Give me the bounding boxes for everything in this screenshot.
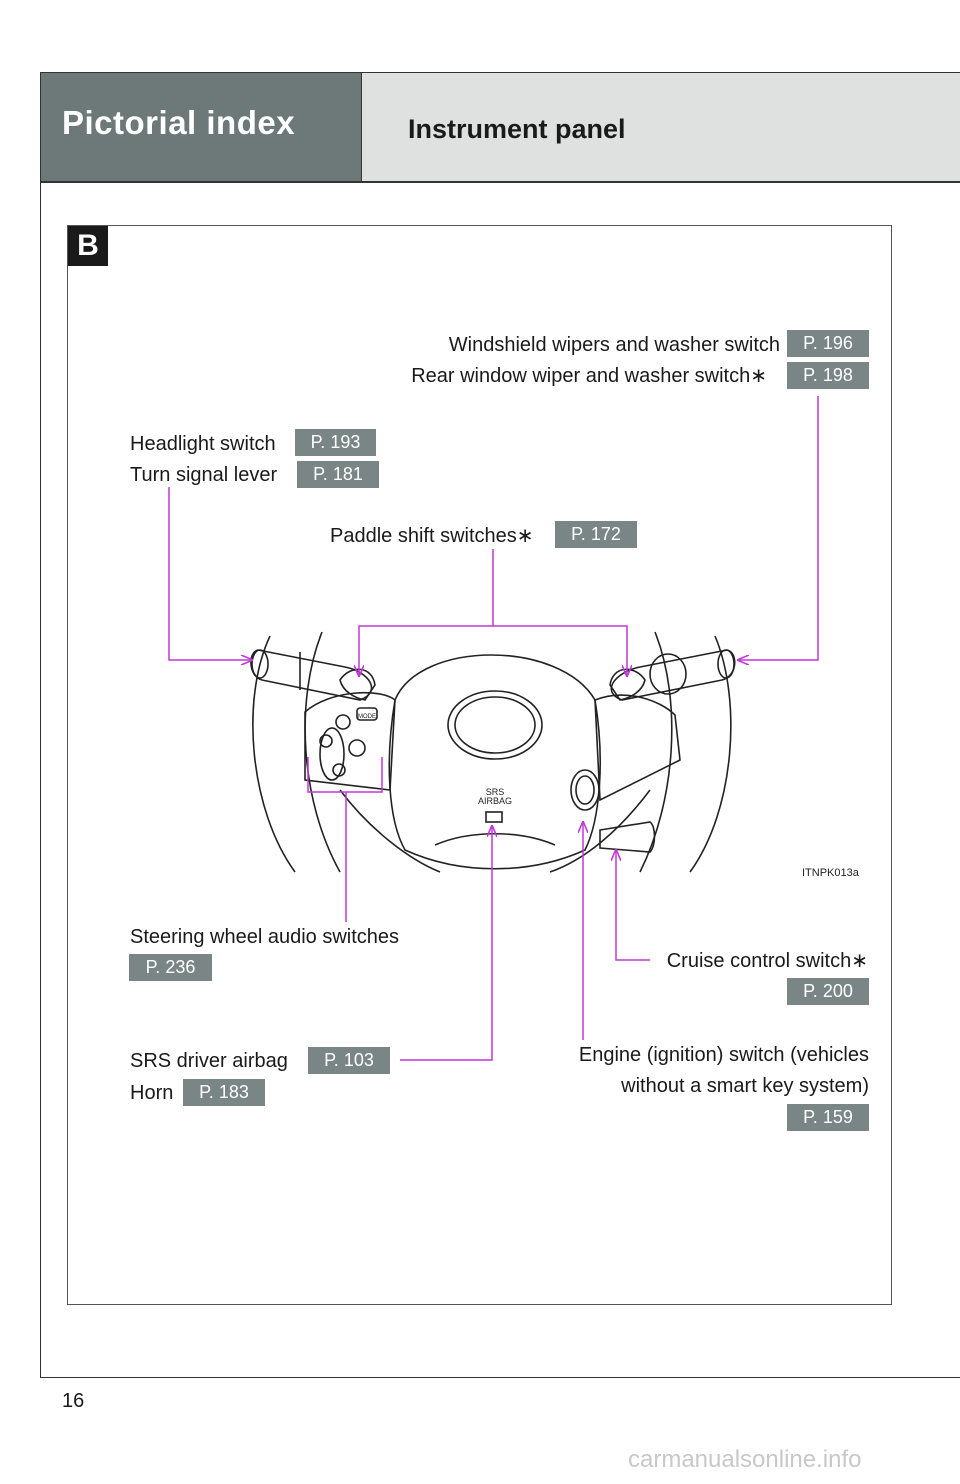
page-badge-horn[interactable]: P. 183 — [183, 1079, 265, 1106]
subsection-title: Instrument panel — [408, 114, 626, 144]
label-engine-switch-line1: Engine (ignition) switch (vehicles — [578, 1044, 869, 1066]
leader-headlight — [168, 487, 252, 660]
label-windshield-wiper: Windshield wipers and washer switch — [448, 334, 780, 356]
label-engine-switch-line2: without a smart key system) — [621, 1075, 869, 1097]
page-badge-audio-switches[interactable]: P. 236 — [129, 954, 212, 981]
label-horn: Horn — [130, 1082, 174, 1104]
label-turn-signal: Turn signal lever — [130, 464, 278, 486]
airbag-text-srs: SRS — [486, 787, 505, 797]
label-srs-airbag: SRS driver airbag — [130, 1050, 288, 1072]
leader-cruise — [616, 850, 650, 961]
leader-paddle — [359, 549, 494, 676]
airbag-text-airbag: AIRBAG — [478, 796, 512, 806]
subsection-header — [362, 73, 960, 181]
panel-tag: B — [68, 226, 108, 266]
page-badge-rear-wiper[interactable]: P. 198 — [787, 362, 869, 389]
watermark: carmanualsonline.info — [628, 1446, 862, 1473]
figure-id: ITNPK013a — [802, 867, 860, 879]
header-divider — [41, 181, 960, 183]
page-number: 16 — [62, 1390, 85, 1412]
leader-audio-bracket — [307, 757, 383, 793]
mode-button-text: MODE — [358, 714, 376, 720]
page-frame — [40, 72, 960, 1378]
page-badge-paddle-shift[interactable]: P. 172 — [555, 521, 637, 548]
leader-wiper — [738, 396, 819, 660]
page-badge-headlight[interactable]: P. 193 — [295, 429, 376, 456]
section-title: Pictorial index — [62, 104, 296, 141]
illustration-panel — [67, 225, 892, 1305]
page-badge-windshield-wiper[interactable]: P. 196 — [787, 330, 869, 357]
page-badge-cruise-control[interactable]: P. 200 — [787, 978, 869, 1005]
page-badge-engine-switch[interactable]: P. 159 — [787, 1104, 869, 1131]
page-badge-turn-signal[interactable]: P. 181 — [297, 461, 379, 488]
leader-airbag — [400, 826, 492, 1061]
section-header — [41, 73, 362, 181]
label-rear-wiper: Rear window wiper and washer switch∗ — [411, 365, 767, 387]
label-headlight: Headlight switch — [130, 433, 276, 455]
steering-wheel — [250, 631, 736, 873]
leader-lines — [168, 396, 819, 1061]
label-paddle-shift: Paddle shift switches∗ — [330, 525, 534, 547]
label-audio-switches: Steering wheel audio switches — [130, 926, 400, 948]
page-badge-srs-airbag[interactable]: P. 103 — [308, 1047, 390, 1074]
leader-paddle-right — [493, 625, 627, 676]
label-cruise-control: Cruise control switch∗ — [666, 950, 868, 972]
